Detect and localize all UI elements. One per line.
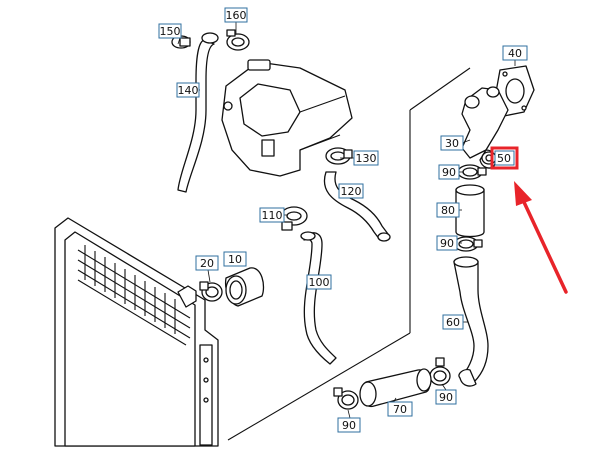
- callout-50-text: 50: [497, 152, 511, 165]
- callout-110: 110: [259, 207, 285, 223]
- thermostat-housing-30: [461, 86, 509, 169]
- callout-90-a: 90: [438, 164, 460, 180]
- hose-80: [455, 184, 485, 238]
- callout-110-text: 110: [262, 209, 283, 222]
- callout-150-text: 150: [160, 25, 181, 38]
- callout-90-b: 90: [436, 235, 458, 251]
- hose-100: [300, 231, 337, 365]
- callout-100: 100: [306, 274, 332, 290]
- hose-140: [177, 32, 219, 193]
- callout-140-text: 140: [178, 84, 199, 97]
- callout-40-text: 40: [508, 47, 522, 60]
- clamp-90-lower: [429, 357, 451, 386]
- frame-lines: [227, 67, 471, 441]
- clamp-160: [226, 29, 250, 51]
- callout-70: 70: [387, 401, 413, 417]
- pipe-60: [453, 256, 489, 387]
- callout-90-b-text: 90: [440, 237, 454, 250]
- callout-150: 150: [158, 23, 182, 39]
- callout-40: 40: [502, 45, 528, 61]
- red-arrow-icon: [514, 181, 568, 294]
- callout-130: 130: [353, 150, 379, 166]
- callout-90-c-text: 90: [439, 391, 453, 404]
- callout-10: 10: [223, 251, 247, 267]
- gasket-40: [495, 65, 535, 117]
- hose-120: [323, 171, 391, 242]
- callout-160-text: 160: [226, 9, 247, 22]
- callout-50: 50: [494, 150, 515, 166]
- callout-130-text: 130: [356, 152, 377, 165]
- callout-60: 60: [442, 314, 464, 330]
- callout-30-text: 30: [445, 137, 459, 150]
- clamp-90-middle: [453, 236, 483, 252]
- callout-30: 30: [440, 135, 464, 151]
- radiator: [54, 217, 219, 447]
- callout-80-text: 80: [441, 204, 455, 217]
- callout-140: 140: [176, 82, 200, 98]
- callout-90-c: 90: [435, 389, 457, 405]
- expansion-tank: [221, 59, 353, 177]
- callout-80: 80: [436, 202, 460, 218]
- hose-70: [359, 368, 432, 408]
- highlight-box: [490, 146, 519, 170]
- callout-20-text: 20: [200, 257, 214, 270]
- callout-70-text: 70: [393, 403, 407, 416]
- callout-60-text: 60: [446, 316, 460, 329]
- part-50: [481, 151, 497, 165]
- callout-90-d: 90: [337, 417, 361, 433]
- clamp-90-upper: [457, 164, 487, 180]
- callout-120: 120: [338, 183, 364, 199]
- callout-90-d-text: 90: [342, 419, 356, 432]
- callout-120-text: 120: [341, 185, 362, 198]
- callout-10-text: 10: [228, 253, 242, 266]
- callout-100-text: 100: [309, 276, 330, 289]
- clamp-110: [280, 206, 308, 231]
- clamp-20: [199, 281, 223, 302]
- clamp-130: [325, 147, 353, 165]
- part-10: [224, 267, 265, 307]
- callout-160: 160: [224, 7, 248, 23]
- callout-90-a-text: 90: [442, 166, 456, 179]
- callout-20: 20: [195, 255, 219, 271]
- clamp-90-bottom: [333, 387, 359, 410]
